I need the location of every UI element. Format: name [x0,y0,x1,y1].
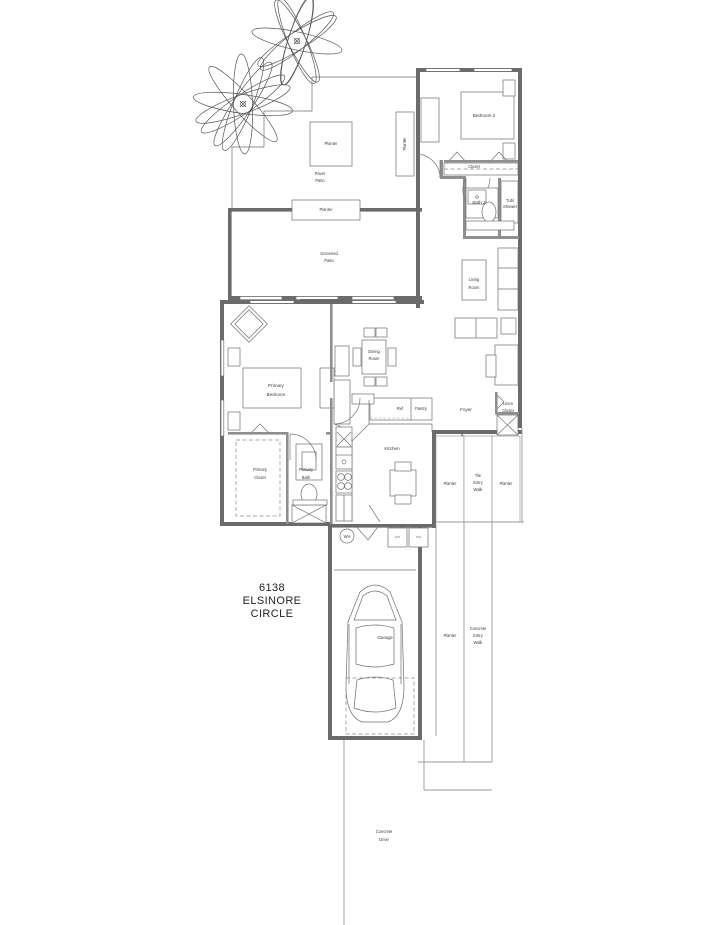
room-label-foyer: Foyer [460,407,472,412]
svg-text:Entry: Entry [473,480,484,485]
dining-north-window [249,299,397,304]
palm-tree-lower-icon [193,53,293,155]
room-label-primary-bath: Primary [299,467,314,472]
planter-patio-upper [309,121,353,167]
door-bedroom-2 [415,153,441,179]
address-line-1: 6138 [259,582,285,594]
feature-label-planter-entry-left: Planter [444,481,458,486]
palm-tree-upper-icon [251,0,343,86]
feature-label-concrete-entry-walk: Concrete [470,626,487,631]
feature-label-planter-north: Planter [402,137,407,151]
dryer-icon [408,527,429,548]
svg-text:Closet: Closet [254,475,266,480]
bedroom2-north-windows [425,68,513,72]
room-label-bath-2: Bath 2 [472,200,486,205]
dining-room-table [352,327,397,387]
room-label-paver-patio: Paver [315,171,326,176]
garage-door-swing-area [345,677,415,735]
svg-text:Patio: Patio [324,258,334,263]
primary-suite-partitions [326,304,333,524]
feature-label-concrete-drive: Concrete [376,829,393,834]
svg-text:Walk: Walk [474,487,484,492]
room-label-closet-bed2: Closet [468,164,480,169]
room-label-pantry: Pantry [415,406,428,411]
room-label-linen-closet: Linen [503,401,514,406]
address-line-3: CIRCLE [251,608,294,620]
interior-partitions-north [440,160,519,239]
planter-patio-lower [291,199,361,221]
address-line-2: ELSINORE [243,595,302,607]
feature-label-planter-garage-side: Planter [444,633,458,638]
room-label-dining-room: Dining [368,349,380,354]
room-label-primary-bedroom: Primary [268,383,285,388]
closet-bed2-detail [443,151,519,176]
feature-label-planter-patio-upper: Planter [325,141,339,146]
water-heater-label: WH [344,534,351,539]
primary-bedroom-windows [220,339,225,437]
kitchen-appliance-column [335,426,353,522]
room-label-kitchen: Kitchen [384,446,400,451]
bedroom-2-furniture [420,79,516,160]
room-label-garage: Garage [377,635,393,640]
primary-bedroom-furniture [227,305,350,431]
svg-text:Entry: Entry [473,633,484,638]
feature-label-planter-entry-right: Planter [500,481,514,486]
linen-closet-detail [495,392,519,436]
feature-label-planter-patio-lower: Planter [320,207,334,212]
laundry-appliances: WH [339,523,429,548]
primary-closet-detail [228,423,289,524]
svg-text:Room: Room [369,356,381,361]
primary-bath-fixtures [289,433,328,524]
svg-text:Closet: Closet [502,408,514,413]
svg-text:Bedroom: Bedroom [267,392,286,397]
garage-interior [332,569,420,740]
car-icon [345,584,405,723]
room-label-bedroom-2: Bedroom 2 [473,113,496,118]
svg-text:Patio: Patio [315,178,325,183]
entry-planters-and-walk [435,428,524,523]
svg-text:Walk: Walk [474,640,484,645]
room-label-living-room: Living [469,277,480,282]
feature-label-tile-entry-walk: Tile [475,473,482,478]
washer-icon [387,527,408,548]
svg-text:Drive: Drive [379,837,389,842]
svg-text:Room: Room [469,285,481,290]
paver-patio-outline [231,76,420,211]
room-label-screened-patio: Screened [320,251,338,256]
room-label-refrigerator: Ref [397,406,404,411]
room-label-tub-shower: Tub/ [506,198,515,203]
svg-text:Bath: Bath [302,475,311,480]
room-label-primary-closet: Primary [253,467,268,472]
site-concrete-paths [343,522,493,925]
planter-north [395,111,415,177]
living-room-furniture [454,247,519,386]
bath-2-fixtures [465,180,519,231]
svg-text:Shower: Shower [503,204,518,209]
screened-patio-glazing [239,296,395,301]
